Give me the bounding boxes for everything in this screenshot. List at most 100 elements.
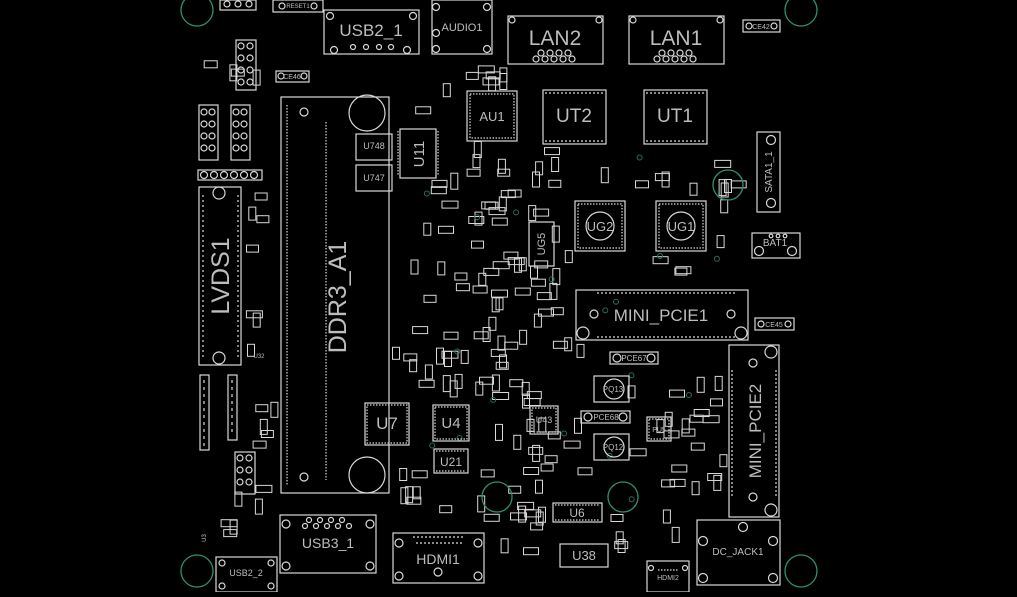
smd-pad [671, 464, 688, 473]
smd-pad [438, 225, 454, 234]
via [685, 392, 692, 398]
smd-pad [707, 473, 723, 481]
smd-pad [495, 361, 509, 370]
label-u6: U6 [569, 506, 585, 520]
smd-pad [691, 481, 700, 496]
smd-pad [484, 201, 499, 210]
smd-pad [441, 350, 459, 359]
smd-pad [477, 65, 495, 74]
small-component-pads [203, 60, 747, 556]
lvds1-connector [198, 186, 242, 366]
smd-pad [719, 454, 728, 468]
smd-pad [507, 257, 525, 266]
smd-pad [689, 182, 698, 196]
smd-pad [410, 259, 419, 275]
smd-pad [564, 337, 573, 352]
smd-pad [538, 308, 554, 317]
via [628, 496, 635, 503]
smd-pad [533, 313, 542, 328]
smd-pad [500, 538, 509, 554]
label-au1: AU1 [479, 109, 504, 124]
smd-pad [669, 389, 685, 398]
smd-pad [533, 208, 550, 217]
smd-pad [514, 287, 531, 296]
label-u7: U7 [376, 414, 398, 433]
smd-pad [523, 547, 539, 556]
u11-chip [397, 128, 439, 179]
label-usb3-1: USB3_1 [302, 535, 354, 551]
label-pq13: PQ13 [603, 385, 624, 394]
smd-pad [576, 343, 585, 358]
smd-pad [536, 292, 552, 301]
smd-pad [540, 463, 554, 472]
smd-pad [497, 335, 506, 351]
usb2-1-connector [323, 9, 420, 55]
via [456, 435, 463, 441]
smd-pad [411, 470, 428, 479]
smd-pad [661, 479, 676, 488]
pce68-capacitor [580, 410, 631, 424]
label-ddr3-a1: DDR3_A1 [324, 241, 352, 354]
smd-pad [521, 381, 530, 396]
smd-pad [499, 73, 508, 90]
smd-pad [535, 511, 544, 526]
label-mini-pcie2: MINI_PCIE2 [746, 384, 765, 478]
smd-pad [690, 442, 705, 451]
smd-pad [270, 401, 279, 418]
smd-pad [681, 428, 696, 437]
smd-pad [436, 347, 444, 365]
pce67-capacitor [609, 351, 659, 365]
label-ug1: UG1 [668, 219, 695, 234]
ddr3-a1-slot [280, 94, 390, 494]
smd-pad [234, 491, 243, 507]
smd-pad [532, 444, 541, 462]
smd-pad [629, 448, 647, 457]
smd-pad [513, 434, 522, 450]
smd-pad [519, 329, 528, 345]
smd-pad [547, 431, 561, 440]
usb3-1-connector [279, 514, 377, 574]
via [548, 276, 555, 283]
smd-pad [491, 217, 508, 226]
mounting-hole [784, 554, 818, 588]
left-header-block-1 [198, 104, 219, 161]
smd-pad [252, 440, 267, 449]
dc-jack1-connector [696, 519, 781, 586]
via [423, 190, 430, 197]
mounting-hole [712, 169, 744, 201]
smd-pad [509, 379, 524, 388]
via [561, 430, 568, 437]
smd-pad [544, 147, 560, 156]
smd-pad [514, 257, 522, 273]
label-lan2: LAN2 [529, 27, 582, 50]
smd-pad [689, 414, 704, 423]
smd-pad [499, 67, 508, 83]
mounting-hole [180, 554, 214, 588]
via [613, 298, 619, 305]
smd-pad [248, 206, 257, 221]
lvds-header [197, 169, 263, 181]
smd-pad [246, 244, 259, 253]
left-pin-strip-2 [227, 374, 238, 441]
smd-pad [400, 487, 409, 505]
via [474, 214, 481, 221]
smd-pad [488, 316, 497, 331]
label-pce67: PCE67 [621, 354, 647, 363]
mounting-hole [481, 481, 513, 513]
smd-pad [431, 179, 448, 188]
ug2-chip [574, 200, 626, 252]
smd-pad [254, 192, 268, 201]
smd-pad [439, 505, 453, 514]
smd-pad [255, 484, 273, 493]
smd-pad [472, 154, 481, 169]
smd-pad [203, 60, 218, 69]
smd-pad [492, 261, 510, 270]
smd-pad [252, 312, 261, 328]
label-ce42: CE42 [752, 24, 770, 31]
lan1-connector [628, 15, 725, 65]
smd-pad [563, 440, 581, 449]
smd-pad [528, 205, 537, 222]
smd-pad [552, 268, 561, 286]
smd-pad [229, 64, 238, 82]
